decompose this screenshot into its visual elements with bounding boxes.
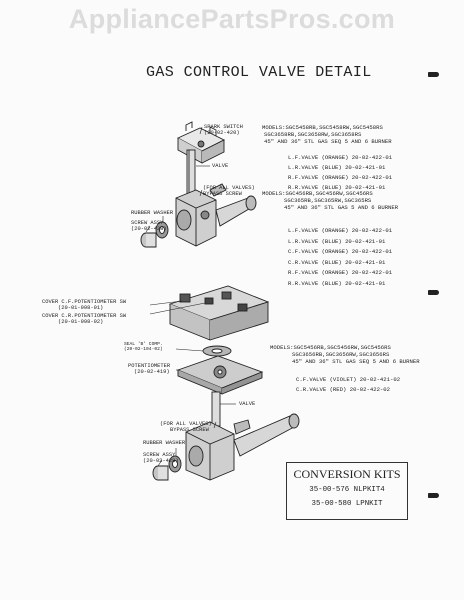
lower-rubber-washer-label: RUBBER WASHER bbox=[143, 440, 186, 446]
valve-shaft bbox=[186, 149, 196, 197]
lower-rubber-washer-part bbox=[168, 455, 182, 473]
conversion-kit-item: 35-00-576 NLPKIT4 bbox=[309, 486, 385, 494]
screw-assy-part bbox=[140, 232, 157, 248]
lower-valve-label: VALVE bbox=[239, 401, 256, 407]
models-group-1: MODELS:SGC5458RB,SGC5458RW,SGC5458RS SGC… bbox=[262, 124, 392, 145]
spark-switch-part bbox=[176, 121, 226, 164]
rubber-washer-label: RUBBER WASHER bbox=[131, 210, 174, 216]
lower-valve-shaft bbox=[211, 391, 221, 427]
potentiometer-part bbox=[176, 355, 264, 395]
page-edge-mark bbox=[428, 493, 439, 498]
page-title: GAS CONTROL VALVE DETAIL bbox=[146, 64, 372, 81]
spark-switch-label: SPARK SWITCH(20-02-420) bbox=[204, 124, 243, 137]
conversion-kits-box: CONVERSION KITS 35-00-576 NLPKIT4 35-00-… bbox=[286, 462, 408, 520]
seal-part bbox=[202, 345, 232, 357]
potentiometer-label: POTENTIOMETER(20-02-419) bbox=[128, 363, 171, 376]
valve-label: VALVE bbox=[212, 163, 229, 169]
valve-body bbox=[175, 183, 257, 247]
watermark: AppliancePartsPros.com bbox=[68, 4, 396, 34]
potentiometer-cover-part bbox=[168, 285, 270, 341]
models-group-2: MODELS:SGC456RB,SGC456RW,SGC456RS SGC365… bbox=[262, 190, 399, 211]
rubber-washer-part bbox=[155, 221, 169, 239]
lower-bypass-screw-label: (FOR ALL VALVES)BYPASS SCREW bbox=[160, 421, 212, 434]
page-edge-mark bbox=[428, 72, 439, 77]
lower-screw-assy-label: SCREW ASSY(20-02-428) bbox=[143, 452, 179, 465]
lower-valve-body bbox=[185, 413, 300, 481]
screw-assy-label: SCREW ASSY(20-02-428) bbox=[131, 220, 167, 233]
lower-screw-assy-part bbox=[152, 465, 169, 481]
bypass-screw-label: (FOR ALL VALVES)BYPASS SCREW bbox=[203, 185, 255, 198]
cover-cf-label: COVER C.F.POTENTIOMETER SW(20-01-998-01) bbox=[42, 299, 127, 312]
models-group-3-valves: C.F.VALVE (VIOLET) 20-02-421-02 C.R.VALV… bbox=[296, 376, 401, 393]
models-group-3: MODELS:SGC5456RB,SGC5456RW,SGC5456RS SGC… bbox=[270, 344, 420, 365]
page-edge-mark bbox=[428, 290, 439, 295]
models-group-1-valves: L.F.VALVE (ORANGE) 20-02-422-01 L.R.VALV… bbox=[288, 154, 393, 191]
cover-cr-label: COVER C.R.POTENTIOMETER SW(20-01-998-02) bbox=[42, 313, 127, 326]
models-group-2-valves: L.F.VALVE (ORANGE) 20-02-422-01 L.R.VALV… bbox=[288, 227, 393, 287]
conversion-kits-title: CONVERSION KITS bbox=[293, 467, 401, 481]
seal-label: SEAL 'B' COMP.(20-02-104-02) bbox=[124, 342, 163, 353]
conversion-kit-item: 35-00-580 LPNKIT bbox=[311, 500, 383, 508]
